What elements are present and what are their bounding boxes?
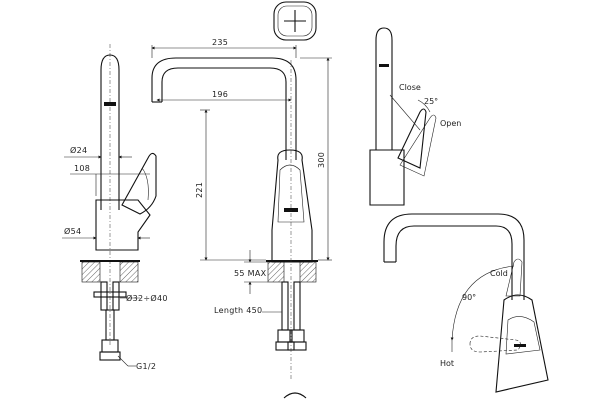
label-open: Open: [440, 119, 461, 128]
dim-108: 108: [74, 164, 90, 173]
dim-dia-24: Ø24: [70, 145, 87, 155]
front-view-faucet: 235 196 300 221 55 MAX Length 450: [151, 38, 332, 380]
lever-operation-view: Close 25° Open: [369, 27, 461, 206]
top-view-symbol: [273, 1, 317, 41]
label-close: Close: [399, 83, 421, 92]
dim-221: 221: [195, 182, 204, 198]
label-hot: Hot: [440, 359, 454, 368]
dim-300: 300: [317, 152, 326, 168]
dim-235: 235: [212, 38, 228, 47]
side-view-faucet: Ø24 108 Ø54 Ø32÷Ø40 G1/2: [62, 44, 168, 371]
bottom-partial-symbol: [283, 392, 307, 399]
label-angle-25: 25°: [424, 97, 438, 106]
dim-hose-length: Length 450: [214, 306, 262, 315]
label-cold: Cold: [490, 269, 508, 278]
dim-hole-range: Ø32÷Ø40: [126, 293, 168, 303]
perspective-view-faucet: Cold 90° Hot: [383, 213, 549, 393]
dim-dia-54: Ø54: [64, 226, 81, 236]
dim-196: 196: [212, 90, 228, 99]
dim-thread: G1/2: [136, 362, 156, 371]
dim-55-max: 55 MAX: [234, 269, 267, 278]
label-angle-90: 90°: [462, 293, 476, 302]
